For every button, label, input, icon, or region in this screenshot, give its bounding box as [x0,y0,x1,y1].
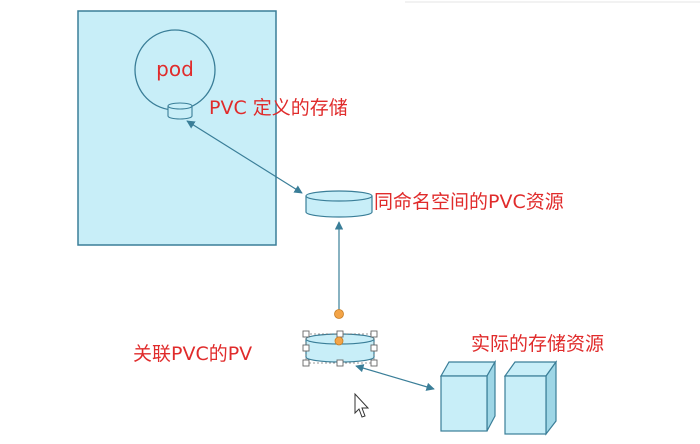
mouse-cursor-icon [354,392,370,418]
label-pv-bound-to-pvc: 关联PVC的PV [133,343,252,365]
pod-volume-cylinder [167,102,193,120]
storage-block-2 [503,360,558,436]
label-pvc-defined-storage: PVC 定义的存储 [209,97,348,119]
arrow-pv-to-storage [355,364,435,391]
connector-handle-top[interactable] [334,309,344,319]
pvc-cylinder [305,190,373,218]
storage-block-1 [439,359,497,432]
label-pvc-same-namespace: 同命名空间的PVC资源 [374,191,564,213]
label-actual-storage: 实际的存储资源 [471,333,604,355]
pod-label: pod [156,57,194,81]
arrow-pod-to-pvc [186,120,303,194]
connector-handle-bottom[interactable] [334,336,344,346]
